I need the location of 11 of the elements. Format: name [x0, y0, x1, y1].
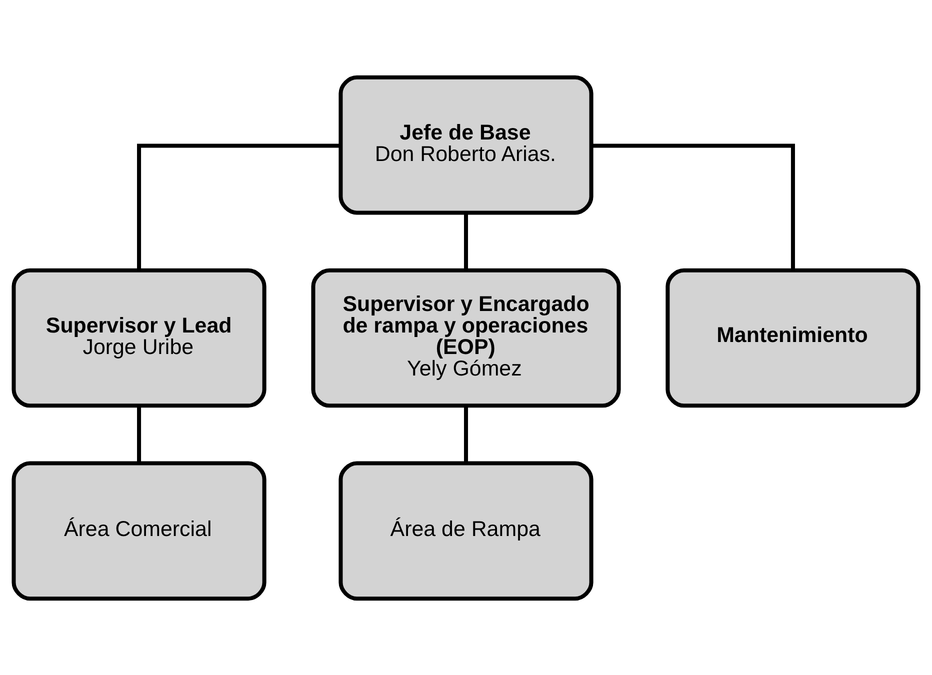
node-box: Supervisor y Encargado de rampa y operaciones (EOP) Yely Gómez: [311, 268, 621, 408]
connector: [137, 406, 142, 462]
node-box: Área de Rampa: [338, 460, 594, 600]
connector: [591, 143, 795, 270]
node-box: Mantenimiento: [666, 268, 920, 408]
node-box: Jefe de Base Don Roberto Arias.: [338, 74, 594, 214]
connector: [137, 143, 341, 270]
node-box: Supervisor y Lead Jorge Uribe: [12, 268, 266, 408]
node-box: Área Comercial: [12, 460, 266, 600]
connector: [464, 406, 468, 462]
connector: [464, 212, 468, 270]
